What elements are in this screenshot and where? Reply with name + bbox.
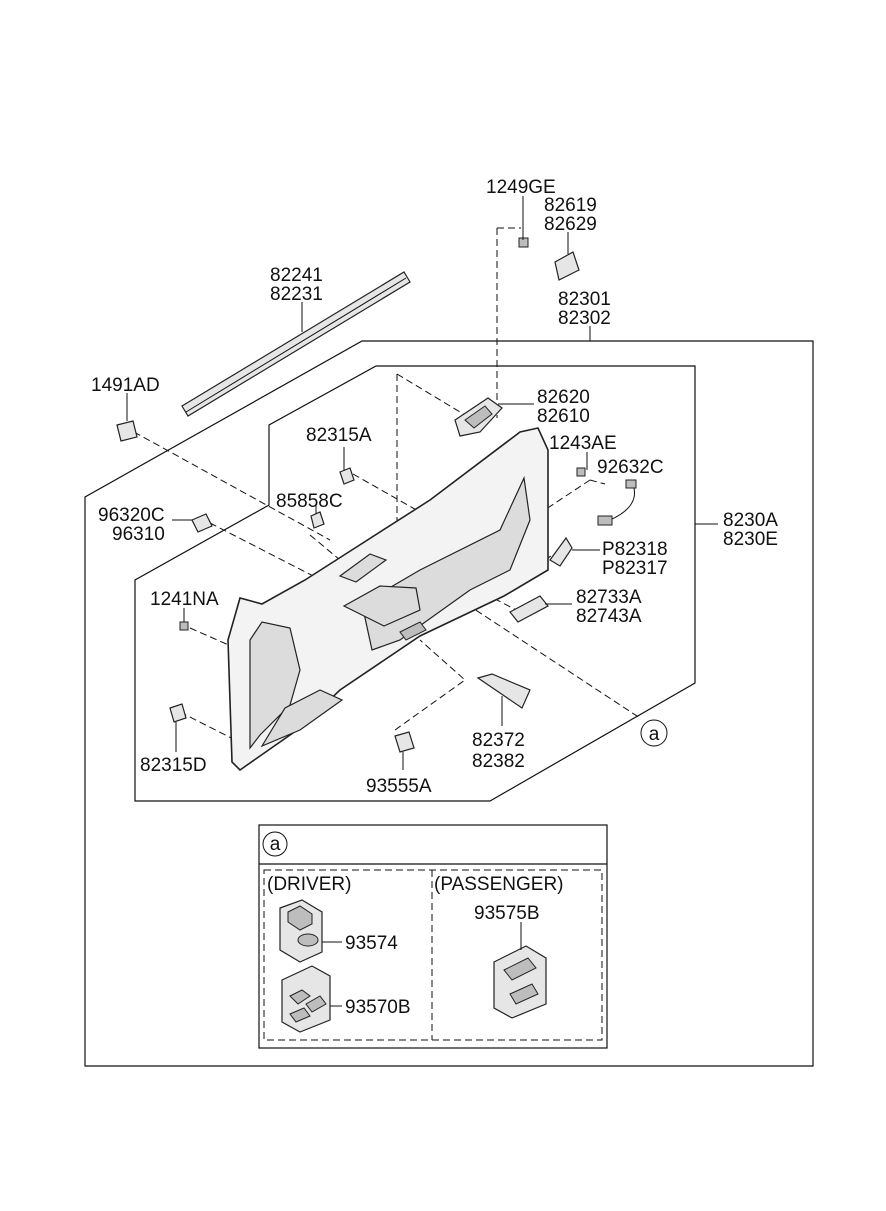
part-label: 93570B	[345, 997, 411, 1018]
weatherstrip-part	[181, 271, 411, 417]
part-label: 1249GE	[486, 177, 556, 198]
part-label: 82231	[270, 284, 323, 305]
pad-part	[509, 595, 549, 623]
part-label: 92632C	[597, 457, 664, 478]
part-label: 96310	[112, 524, 165, 545]
part-label: 82241	[270, 265, 323, 286]
part-label: 1491AD	[91, 375, 160, 396]
part-label: 82315D	[140, 755, 207, 776]
bracket-icon	[549, 536, 573, 567]
part-label: 82620	[537, 387, 590, 408]
part-labels: 1249GE 82619 82629 82241 82231 82301 823…	[91, 177, 778, 1018]
callout-marker: a	[640, 719, 668, 747]
clip-icon	[310, 511, 325, 529]
cover-part	[554, 251, 580, 281]
clip-icon	[339, 467, 355, 485]
door-trim-panel	[227, 427, 549, 772]
switch-icon	[394, 731, 415, 753]
part-label: 96320C	[98, 505, 165, 526]
guide-lines	[133, 227, 641, 746]
svg-text:a: a	[649, 724, 660, 745]
pad-part	[476, 673, 531, 709]
part-label: 82301	[558, 289, 611, 310]
detail-marker: a	[270, 834, 281, 855]
passenger-label: (PASSENGER)	[434, 874, 564, 895]
screw-icon	[576, 467, 586, 477]
part-label: 82610	[537, 406, 590, 427]
part-label: 82733A	[576, 587, 642, 608]
clip-icon	[169, 703, 187, 723]
part-label: 82619	[544, 195, 597, 216]
switch-icon	[281, 965, 331, 1033]
part-label: 1243AE	[549, 433, 617, 454]
part-label: P82318	[602, 539, 668, 560]
part-label: 82315A	[306, 425, 372, 446]
clip-icon	[116, 420, 138, 442]
panel-frame	[134, 365, 696, 802]
part-label: P82317	[602, 558, 668, 579]
part-label: 1241NA	[150, 589, 219, 610]
switch-icon	[493, 945, 547, 1019]
part-label: 82302	[558, 308, 611, 329]
part-label: 82382	[472, 751, 525, 772]
part-label: 85858C	[276, 491, 343, 512]
part-label: 93555A	[366, 776, 432, 797]
screw-icon	[179, 621, 189, 631]
part-label: 82629	[544, 214, 597, 235]
tweeter-part	[191, 513, 213, 533]
part-label: 8230E	[723, 529, 778, 550]
assembly-frame	[84, 340, 814, 1067]
part-label: 82372	[472, 730, 525, 751]
driver-label: (DRIVER)	[267, 874, 351, 895]
detail-box: a (DRIVER) (PASSENGER)	[258, 824, 608, 1049]
part-label: 93575B	[474, 903, 540, 924]
screw-icon	[518, 224, 529, 248]
inside-handle-part	[454, 397, 503, 437]
part-label: 93574	[345, 933, 398, 954]
part-label: 8230A	[723, 510, 778, 531]
switch-icon	[279, 899, 323, 963]
part-label: 82743A	[576, 606, 642, 627]
wire-harness-part	[597, 479, 637, 526]
